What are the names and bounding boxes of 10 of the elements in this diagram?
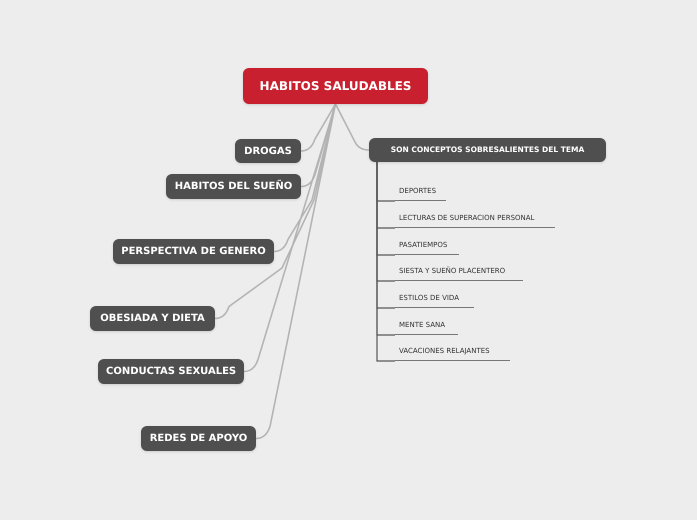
- topic-box: REDES DE APOYO: [141, 426, 256, 451]
- central-topic: HABITOS SALUDABLES: [243, 68, 428, 104]
- topic-box: HABITOS DEL SUEÑO: [166, 174, 301, 199]
- topic-box: OBESIADA Y DIETA: [90, 306, 215, 331]
- connector-line: [256, 104, 336, 440]
- topic-box: CONDUCTAS SEXUALES: [98, 359, 244, 384]
- topic-box: PERSPECTIVA DE GENERO: [113, 239, 274, 264]
- connector-line: [300, 104, 336, 152]
- connector-line: [334, 104, 370, 151]
- topic-box: DROGAS: [235, 139, 301, 163]
